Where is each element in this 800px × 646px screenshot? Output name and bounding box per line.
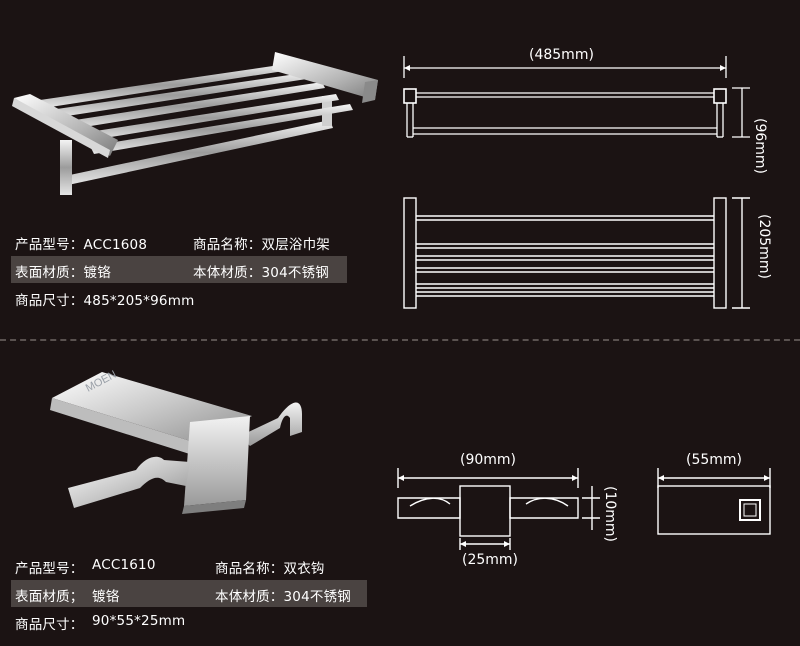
hook-name-label: 商品名称：双衣钩 <box>215 561 325 577</box>
hook-size-label: 商品尺寸： <box>15 617 84 633</box>
rack-size-label: 商品尺寸：485*205*96mm <box>15 293 195 309</box>
towel-rack-photo <box>12 52 378 195</box>
hook-body-material-label: 本体材质：304不锈钢 <box>215 589 351 605</box>
rack-height-dimension: (96mm) <box>752 118 768 175</box>
rack-finish-label: 表面材质：镀铬 <box>15 265 111 281</box>
section-divider <box>0 339 800 341</box>
hook-finish-label: 表面材质； <box>15 589 84 605</box>
rack-name-label: 商品名称：双层浴巾架 <box>193 237 330 253</box>
hook-height-dimension: (10mm) <box>602 486 618 543</box>
hook-side-dimension: (55mm) <box>686 452 743 468</box>
hook-side-view-drawing <box>657 468 771 535</box>
rack-spec-band <box>11 256 347 283</box>
rack-body-material-label: 本体材质：304不锈钢 <box>193 265 329 281</box>
hook-width-dimension: (90mm) <box>460 452 517 468</box>
double-hook-photo: MOEN <box>50 369 302 514</box>
hook-model-value: ACC1610 <box>92 557 156 573</box>
hook-front-view-drawing <box>397 468 600 550</box>
rack-model-label: 产品型号：ACC1608 <box>15 237 148 253</box>
rack-depth-dimension: (205mm) <box>756 214 772 279</box>
rack-front-view-drawing <box>403 56 750 138</box>
rack-top-view-drawing <box>403 197 750 309</box>
hook-model-label: 产品型号： <box>15 561 84 577</box>
rack-width-dimension: (485mm) <box>529 47 594 63</box>
hook-base-dimension: (25mm) <box>462 552 519 568</box>
hook-size-value: 90*55*25mm <box>92 613 186 629</box>
hook-finish-value: 镀铬 <box>92 589 120 605</box>
hook-spec-band <box>11 580 367 607</box>
